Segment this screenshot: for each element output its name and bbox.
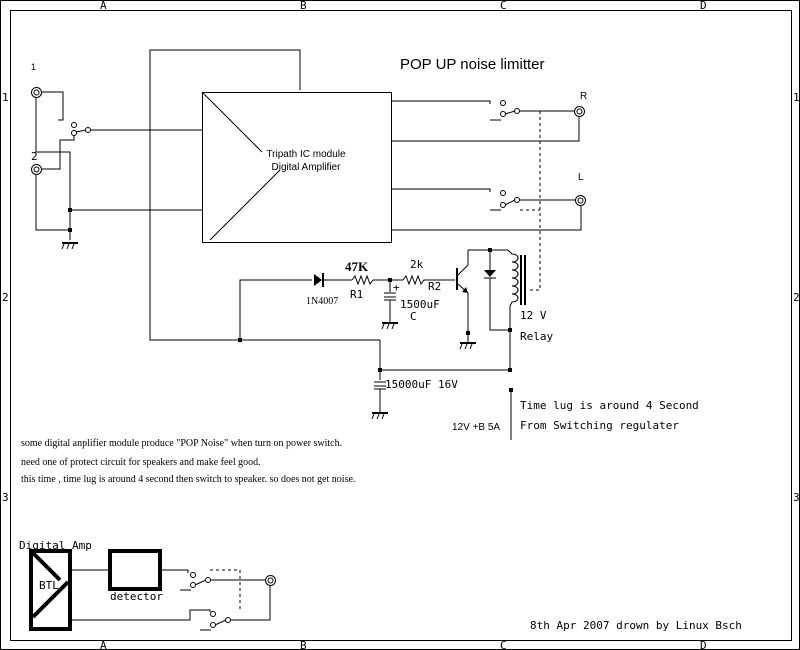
description-line-1: some digital anplifier module produce "P… <box>21 438 342 449</box>
footer-credit: 8th Apr 2007 drown by Linux Bsch <box>530 619 742 632</box>
relay-label: Relay <box>520 330 553 343</box>
schematic-title: POP UP noise limitter <box>400 56 545 73</box>
capacitor-c-icon: + <box>381 280 400 330</box>
diode-icon <box>314 273 324 287</box>
power-rail-wire <box>149 49 380 341</box>
big-cap-label: 15000uF 16V <box>385 378 458 391</box>
input-1-label: 1 <box>31 62 36 72</box>
r1-value-label: 47K <box>345 259 369 274</box>
r1-ref-label: R1 <box>350 288 363 301</box>
col-label-b-bottom: B <box>300 639 307 650</box>
diode-label: 1N4007 <box>306 296 338 307</box>
description-line-2: need one of protect circuit for speakers… <box>21 457 261 468</box>
amplifier-module: Tripath IC module Digital Amplifier <box>201 91 392 243</box>
relay-mechanical-link <box>528 111 541 291</box>
supply-label: 12V +B 5A <box>452 422 500 433</box>
output-jack-right <box>574 106 585 117</box>
description-line-3: this time , time lug is around 4 second … <box>21 474 355 485</box>
input-jack-2 <box>31 164 42 175</box>
col-label-d-bottom: D <box>700 639 707 650</box>
row-label-2-left: 2 <box>2 291 9 304</box>
capacitor-big-icon <box>371 370 388 420</box>
inset-title: Digital Amp <box>19 539 92 552</box>
output-jack-left <box>575 195 586 206</box>
row-label-2-right: 2 <box>793 291 800 304</box>
detector-label: detector <box>110 590 163 603</box>
row-label-1-right: 1 <box>793 91 800 104</box>
description-text: some digital anplifier module produce "P… <box>21 438 355 485</box>
resistor-r1-icon <box>351 274 390 286</box>
ground-icon <box>61 242 78 250</box>
input-jack-1 <box>31 87 42 98</box>
detector-block <box>108 549 162 591</box>
timer-circuit: 1N4007 47K R1 + 1500uF C 2k R2 <box>238 248 553 370</box>
inset-diagram: Digital Amp BTL detector <box>19 539 276 631</box>
r2-value-label: 2k <box>410 258 424 271</box>
cap-c-ref-label: C <box>410 310 417 323</box>
transistor-icon <box>456 250 476 350</box>
module-label-line2: Digital Amplifier <box>272 162 342 173</box>
output-right-label: R <box>580 91 587 102</box>
col-label-b-top: B <box>300 0 307 12</box>
row-label-3-left: 3 <box>2 491 9 504</box>
col-label-c-top: C <box>500 0 507 12</box>
output-left-section: L <box>392 172 586 231</box>
input-2-label: 2 <box>31 150 38 163</box>
relay-voltage-label: 12 V <box>520 309 547 322</box>
module-label-line1: Tripath IC module <box>266 149 346 160</box>
input-section: 1 2 <box>31 62 202 250</box>
output-left-label: L <box>578 172 584 183</box>
output-right-section: R <box>392 91 587 142</box>
relay-coil-icon <box>507 249 526 330</box>
row-label-1-left: 1 <box>2 91 9 104</box>
col-label-a-bottom: A <box>100 639 107 650</box>
col-label-c-bottom: C <box>500 639 507 650</box>
timing-note: Time lug is around 4 Second <box>520 399 699 412</box>
cap-c-value-label: 1500uF <box>400 298 440 311</box>
col-label-d-top: D <box>700 0 707 12</box>
power-section: 15000uF 16V 12V +B 5A Time lug is around… <box>371 340 699 440</box>
btl-label: BTL <box>39 579 59 592</box>
resistor-r2-icon <box>392 274 455 286</box>
flyback-diode-icon <box>484 250 510 331</box>
source-note: From Switching regulater <box>520 419 679 432</box>
inset-output-jack <box>265 575 276 586</box>
svg-text:+: + <box>393 281 400 294</box>
col-label-a-top: A <box>100 0 107 12</box>
row-label-3-right: 3 <box>793 491 800 504</box>
r2-ref-label: R2 <box>428 280 441 293</box>
btl-amp-block <box>29 549 72 631</box>
